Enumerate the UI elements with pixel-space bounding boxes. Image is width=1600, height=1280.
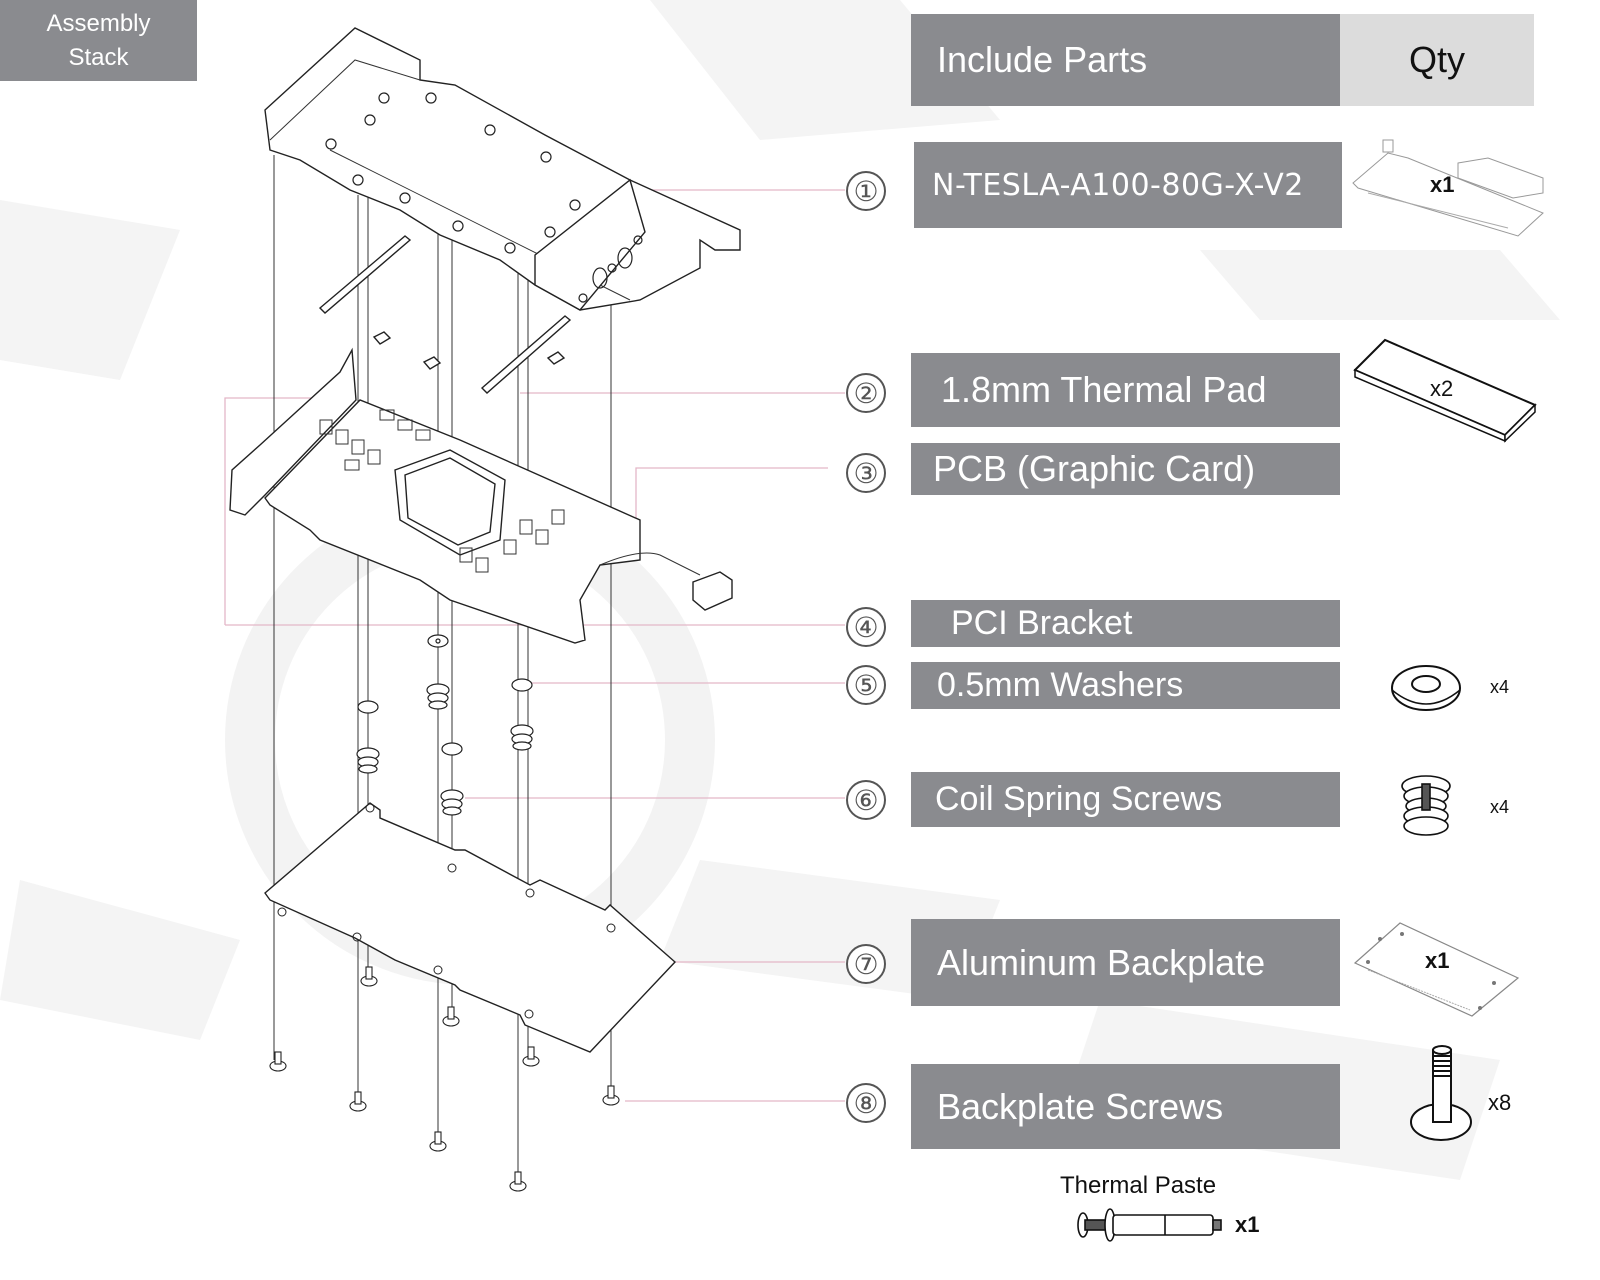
- part-number-5: ⑤: [846, 665, 886, 705]
- backplate-icon: [1353, 922, 1520, 1017]
- part-name-7: Aluminum Backplate: [911, 919, 1340, 1006]
- qty-2: x2: [1430, 376, 1454, 401]
- part-name-4: PCI Bracket: [911, 600, 1340, 647]
- part-name-6: Coil Spring Screws: [911, 772, 1340, 827]
- leader-3: [635, 467, 828, 518]
- thermal-paste-label: Thermal Paste: [1060, 1172, 1217, 1199]
- coil-spring-screw-icon: [1401, 775, 1451, 836]
- water-block-part: [264, 27, 741, 311]
- assembly-stack-label: Assembly Stack: [0, 0, 197, 81]
- part-name-3: PCB (Graphic Card): [911, 443, 1340, 495]
- part-name-1: N-TESLA-A100-80G-X-V2: [914, 142, 1342, 228]
- part-number-4: ④: [846, 607, 886, 647]
- part-name-2: 1.8mm Thermal Pad: [911, 353, 1340, 427]
- qty-8: x8: [1488, 1090, 1512, 1115]
- assembly-label-line1: Assembly: [46, 9, 151, 37]
- include-parts-header: Include Parts: [911, 14, 1340, 106]
- qty-6: x4: [1490, 797, 1510, 817]
- thermal-paste-syringe-icon: [1077, 1208, 1222, 1242]
- pcb-part: [229, 347, 733, 644]
- part-number-2: ②: [846, 373, 886, 413]
- part-number-1: ①: [846, 171, 886, 211]
- qty-7: x1: [1425, 948, 1450, 973]
- thermal-pad-icon: [1353, 338, 1537, 443]
- part-number-3: ③: [846, 453, 886, 493]
- water-block-icon: [1352, 139, 1544, 237]
- qty-header: Qty: [1340, 14, 1534, 106]
- backplate-part: [264, 802, 677, 1053]
- washers-and-springs: [356, 634, 534, 816]
- part-number-6: ⑥: [846, 780, 886, 820]
- backplate-screw-icon: [1410, 1045, 1472, 1141]
- thermal-paste-qty: x1: [1235, 1212, 1260, 1237]
- qty-5: x4: [1490, 677, 1510, 697]
- washer-icon: [1391, 665, 1461, 711]
- part-name-8: Backplate Screws: [911, 1064, 1340, 1149]
- backplate-screws-part: [269, 966, 620, 1192]
- exploded-assembly-diagram: [224, 27, 845, 1192]
- leader-4a: [224, 397, 345, 625]
- part-name-5: 0.5mm Washers: [911, 662, 1340, 709]
- part-number-7: ⑦: [846, 944, 886, 984]
- thermal-pads-part: [318, 235, 572, 394]
- qty-1: x1: [1430, 172, 1455, 197]
- part-number-8: ⑧: [846, 1083, 886, 1123]
- assembly-label-line2: Stack: [68, 43, 129, 71]
